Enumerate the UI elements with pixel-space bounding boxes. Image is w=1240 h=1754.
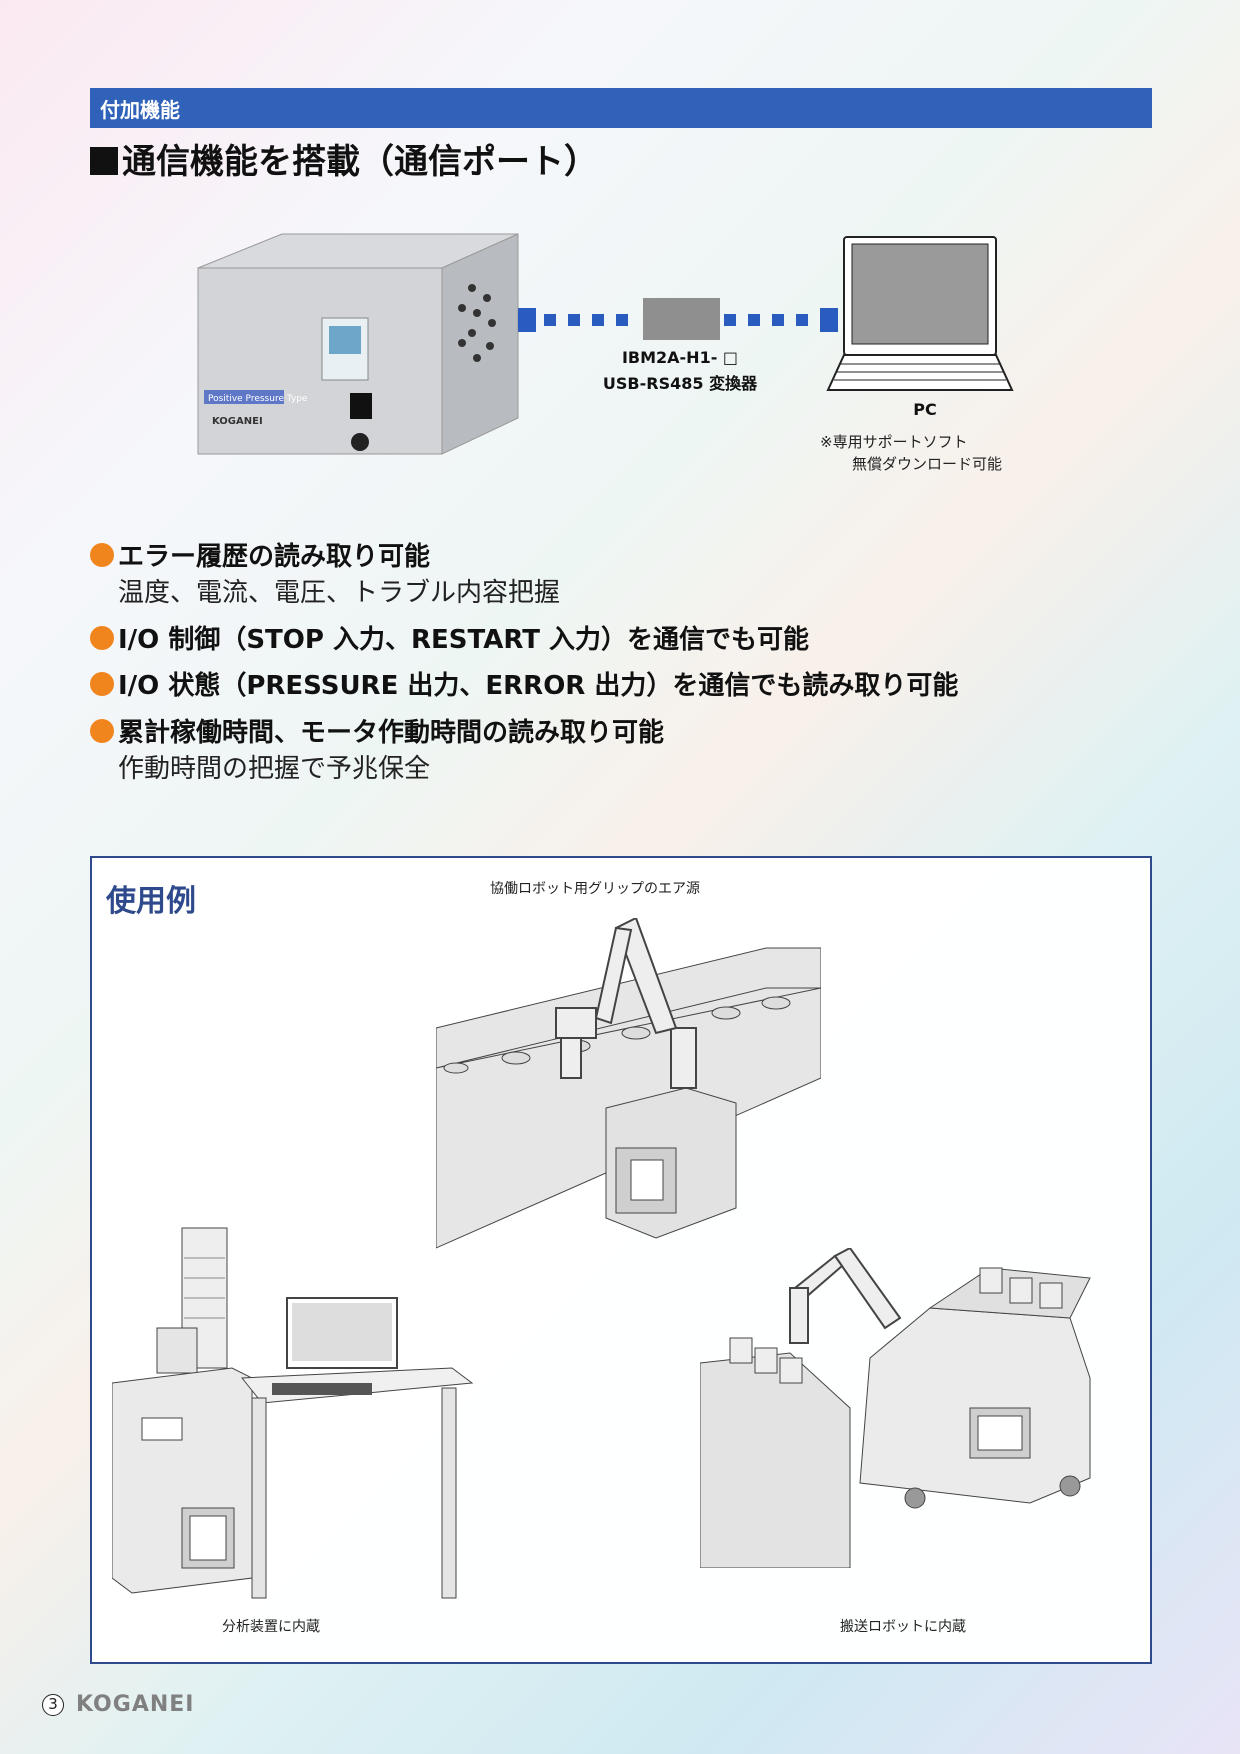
converter-name: USB-RS485 変換器 <box>602 374 758 393</box>
converter-icon <box>643 298 720 340</box>
transport-robot-illustration <box>700 1248 1091 1568</box>
converter-model: IBM2A-H1- □ <box>621 348 739 367</box>
feature-bullet: I/O 状態（PRESSURE 出力、ERROR 出力）を通信でも読み取り可能 <box>90 665 958 702</box>
laptop-icon <box>826 236 1014 391</box>
bullet-dot-icon <box>90 672 114 696</box>
usage-examples-panel: 使用例 協働ロボット用グリップのエア源 分析装置に内蔵 搬送ロボットに内蔵 <box>90 856 1152 1664</box>
section-header: 付加機能 <box>90 88 1152 128</box>
bullet-title: I/O 制御（STOP 入力、RESTART 入力）を通信でも可能 <box>118 625 809 655</box>
device-type-label: Positive Pressure Type <box>208 394 308 404</box>
device-image: Positive Pressure Type KOGANEI <box>197 233 519 455</box>
pc-note-2: 無償ダウンロード可能 <box>852 455 1003 473</box>
bullet-dot-icon <box>90 719 114 743</box>
example-caption-analyzer: 分析装置に内蔵 <box>222 1619 320 1635</box>
pc-note-1: ※専用サポートソフト <box>820 433 968 451</box>
cobot-illustration <box>436 918 821 1249</box>
analyzer-illustration <box>112 1227 474 1599</box>
bullet-title: エラー履歴の読み取り可能 <box>118 542 431 572</box>
bullet-detail: 温度、電流、電圧、トラブル内容把握 <box>118 578 561 608</box>
feature-bullet: エラー履歴の読み取り可能 <box>90 536 430 573</box>
brand-logo: KOGANEI <box>76 1692 195 1717</box>
page-title-text: 通信機能を搭載（通信ポート） <box>122 142 598 182</box>
square-marker-icon <box>90 147 118 175</box>
pc-label: PC <box>913 400 937 419</box>
communication-line <box>518 308 838 332</box>
bullet-title: 累計稼働時間、モータ作動時間の読み取り可能 <box>118 718 665 748</box>
page-number: 3 <box>42 1694 64 1716</box>
page-title: 通信機能を搭載（通信ポート） <box>90 134 598 183</box>
bullet-detail: 作動時間の把握で予兆保全 <box>118 754 431 784</box>
example-caption-transport: 搬送ロボットに内蔵 <box>840 1619 966 1635</box>
feature-bullet: I/O 制御（STOP 入力、RESTART 入力）を通信でも可能 <box>90 619 809 656</box>
bullet-title: I/O 状態（PRESSURE 出力、ERROR 出力）を通信でも読み取り可能 <box>118 671 959 701</box>
feature-bullet: 累計稼働時間、モータ作動時間の読み取り可能 <box>90 712 664 749</box>
bullet-dot-icon <box>90 626 114 650</box>
bullet-dot-icon <box>90 543 114 567</box>
example-caption-cobot: 協働ロボット用グリップのエア源 <box>490 881 700 897</box>
usage-title: 使用例 <box>106 884 196 919</box>
device-brand: KOGANEI <box>212 416 263 427</box>
